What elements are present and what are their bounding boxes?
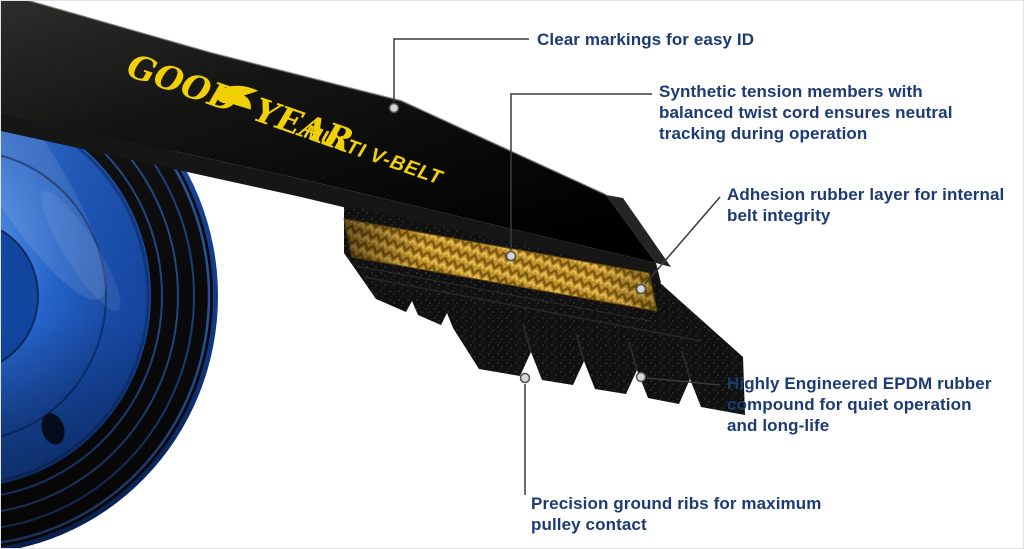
belt-ply-line [363,276,702,342]
callout-text-line: tracking during operation [659,124,868,144]
belt-rib-separation [628,341,638,371]
belt: GOOD YEAR MULTI V-BELT [1,1,745,415]
callout-dot-ribs [519,372,531,384]
callout-line-adhesion [644,196,721,285]
belt-cut-end-face [606,195,671,267]
callout-dot-tension [505,250,517,262]
belt-ply-line [355,265,652,322]
callout-text-line: Precision ground ribs for maximum [531,494,822,513]
callout-dot-epdm [635,371,647,383]
callout-text-line: Clear markings for easy ID [537,30,755,49]
callout-line-markings [393,38,529,102]
callout-text-line: pulley contact [531,515,647,535]
callout-text-line: compound for quiet operation [727,395,972,415]
callout-leaders [393,38,721,495]
wingfoot-icon [216,85,259,110]
callout-ribs: Precision ground ribs for maximum pulley… [531,493,821,535]
callout-text-line: belt integrity [727,206,831,226]
callout-text-line: and long-life [727,416,830,436]
belt-rib-separation [522,323,532,353]
callout-tension: Synthetic tension members with balanced … [659,81,953,144]
pulley-shading [1,40,218,548]
belt-top-surface [1,1,656,263]
belt-rib-separation [575,332,585,362]
callout-dot-markings [388,102,400,114]
callout-text-line: Highly Engineered EPDM rubber [727,374,992,393]
belt-rib-separation [681,350,691,380]
callout-epdm: Highly Engineered EPDM rubber compound f… [727,373,992,436]
callout-text-line: balanced twist cord ensures neutral [659,103,953,123]
belt-top-edge-highlight [25,1,607,196]
callout-text-line: Synthetic tension members with [659,82,923,101]
callout-markings: Clear markings for easy ID [537,29,754,50]
callout-line-tension [510,93,652,250]
callout-line-epdm [646,377,721,386]
belt-tension-cord-shading [344,219,657,311]
callout-dots [388,102,647,384]
callout-adhesion: Adhesion rubber layer for internal belt … [727,184,1004,226]
callout-dot-adhesion [635,283,647,295]
callout-text-line: Adhesion rubber layer for internal [727,185,1005,204]
pulley [1,40,218,548]
